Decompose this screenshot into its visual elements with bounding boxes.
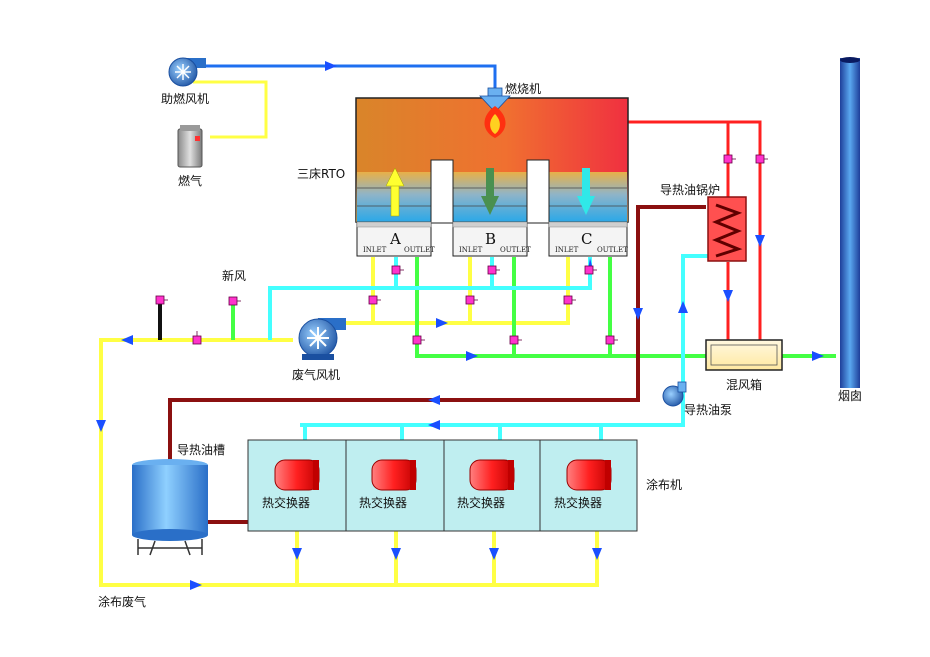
mixing-box-label: 混风箱 xyxy=(726,377,762,392)
heat-exchanger-1 xyxy=(274,459,320,491)
bed-b-label: B xyxy=(485,230,496,248)
combustion-air-pipe xyxy=(205,64,497,88)
exhaust-fan xyxy=(298,318,346,360)
bed-b-arrow xyxy=(481,168,499,215)
coating-exhaust-label: 涂布废气 xyxy=(98,594,146,609)
valve-icon[interactable] xyxy=(605,335,618,345)
bed-a-inlet: INLET xyxy=(363,246,387,254)
oil-boiler-label: 导热油锅炉 xyxy=(660,182,720,197)
oil-tank xyxy=(132,459,208,556)
valve-icon[interactable] xyxy=(584,265,597,275)
bed-a-outlet: OUTLET xyxy=(404,246,435,254)
fuel-gas-pipe xyxy=(193,80,268,139)
valve-icon[interactable] xyxy=(192,331,202,345)
bed-c-outlet: OUTLET xyxy=(597,246,628,254)
burner xyxy=(479,87,511,138)
chimney-label: 烟囱 xyxy=(838,389,862,403)
heat-exchanger-4 xyxy=(566,459,612,491)
bed-c-label: C xyxy=(581,230,592,248)
fan-impeller-icon xyxy=(175,64,191,80)
valve-icon[interactable] xyxy=(465,295,478,305)
fan-impeller-icon xyxy=(307,327,329,349)
bed-divider-1 xyxy=(430,159,454,224)
valve-icon[interactable] xyxy=(509,335,522,345)
bed-c-arrow xyxy=(577,168,595,215)
oil-pump xyxy=(662,381,687,407)
chimney xyxy=(840,57,860,388)
gas-cylinder xyxy=(177,125,203,168)
oil-boiler xyxy=(707,196,747,262)
bed-a-label: A xyxy=(389,230,401,248)
heat-exchanger-2-label: 热交换器 xyxy=(359,495,407,510)
combustion-fan-label: 助燃风机 xyxy=(161,91,209,106)
plenum-c xyxy=(548,221,628,257)
bed-a-arrow xyxy=(385,167,405,217)
valve-icon[interactable] xyxy=(755,154,768,164)
combustion-fan xyxy=(168,57,206,87)
fresh-air-label: 新风 xyxy=(222,268,246,283)
valve-icon[interactable] xyxy=(487,265,500,275)
coater-label: 涂布机 xyxy=(646,477,682,492)
heat-exchanger-1-label: 热交换器 xyxy=(262,495,310,510)
valve-icon[interactable] xyxy=(412,335,425,345)
valve-icon[interactable] xyxy=(391,265,404,275)
valve-icon[interactable] xyxy=(228,296,241,306)
bed-b-outlet: OUTLET xyxy=(500,246,531,254)
valve-icon[interactable] xyxy=(563,295,576,305)
coil-icon xyxy=(712,203,743,258)
bed-b-inlet: INLET xyxy=(459,246,483,254)
heat-exchanger-3 xyxy=(469,459,515,491)
bed-c-inlet: INLET xyxy=(555,246,579,254)
valve-icon[interactable] xyxy=(155,295,168,305)
oil-pump-label: 导热油泵 xyxy=(684,403,732,417)
burner-label: 燃烧机 xyxy=(505,81,541,96)
mixing-box xyxy=(705,339,783,371)
exhaust-fan-label: 废气风机 xyxy=(292,367,340,382)
valves xyxy=(155,154,768,345)
rto-label: 三床RTO xyxy=(297,167,345,181)
heat-exchanger-2 xyxy=(371,459,417,491)
valve-icon[interactable] xyxy=(723,154,736,164)
heat-exchanger-4-label: 热交换器 xyxy=(554,495,602,510)
oil-tank-label: 导热油槽 xyxy=(177,443,225,457)
gas-label: 燃气 xyxy=(178,173,202,188)
plenum-b xyxy=(452,221,528,257)
heat-exchanger-3-label: 热交换器 xyxy=(457,495,505,510)
valve-icon[interactable] xyxy=(368,295,381,305)
bed-divider-2 xyxy=(526,159,550,224)
